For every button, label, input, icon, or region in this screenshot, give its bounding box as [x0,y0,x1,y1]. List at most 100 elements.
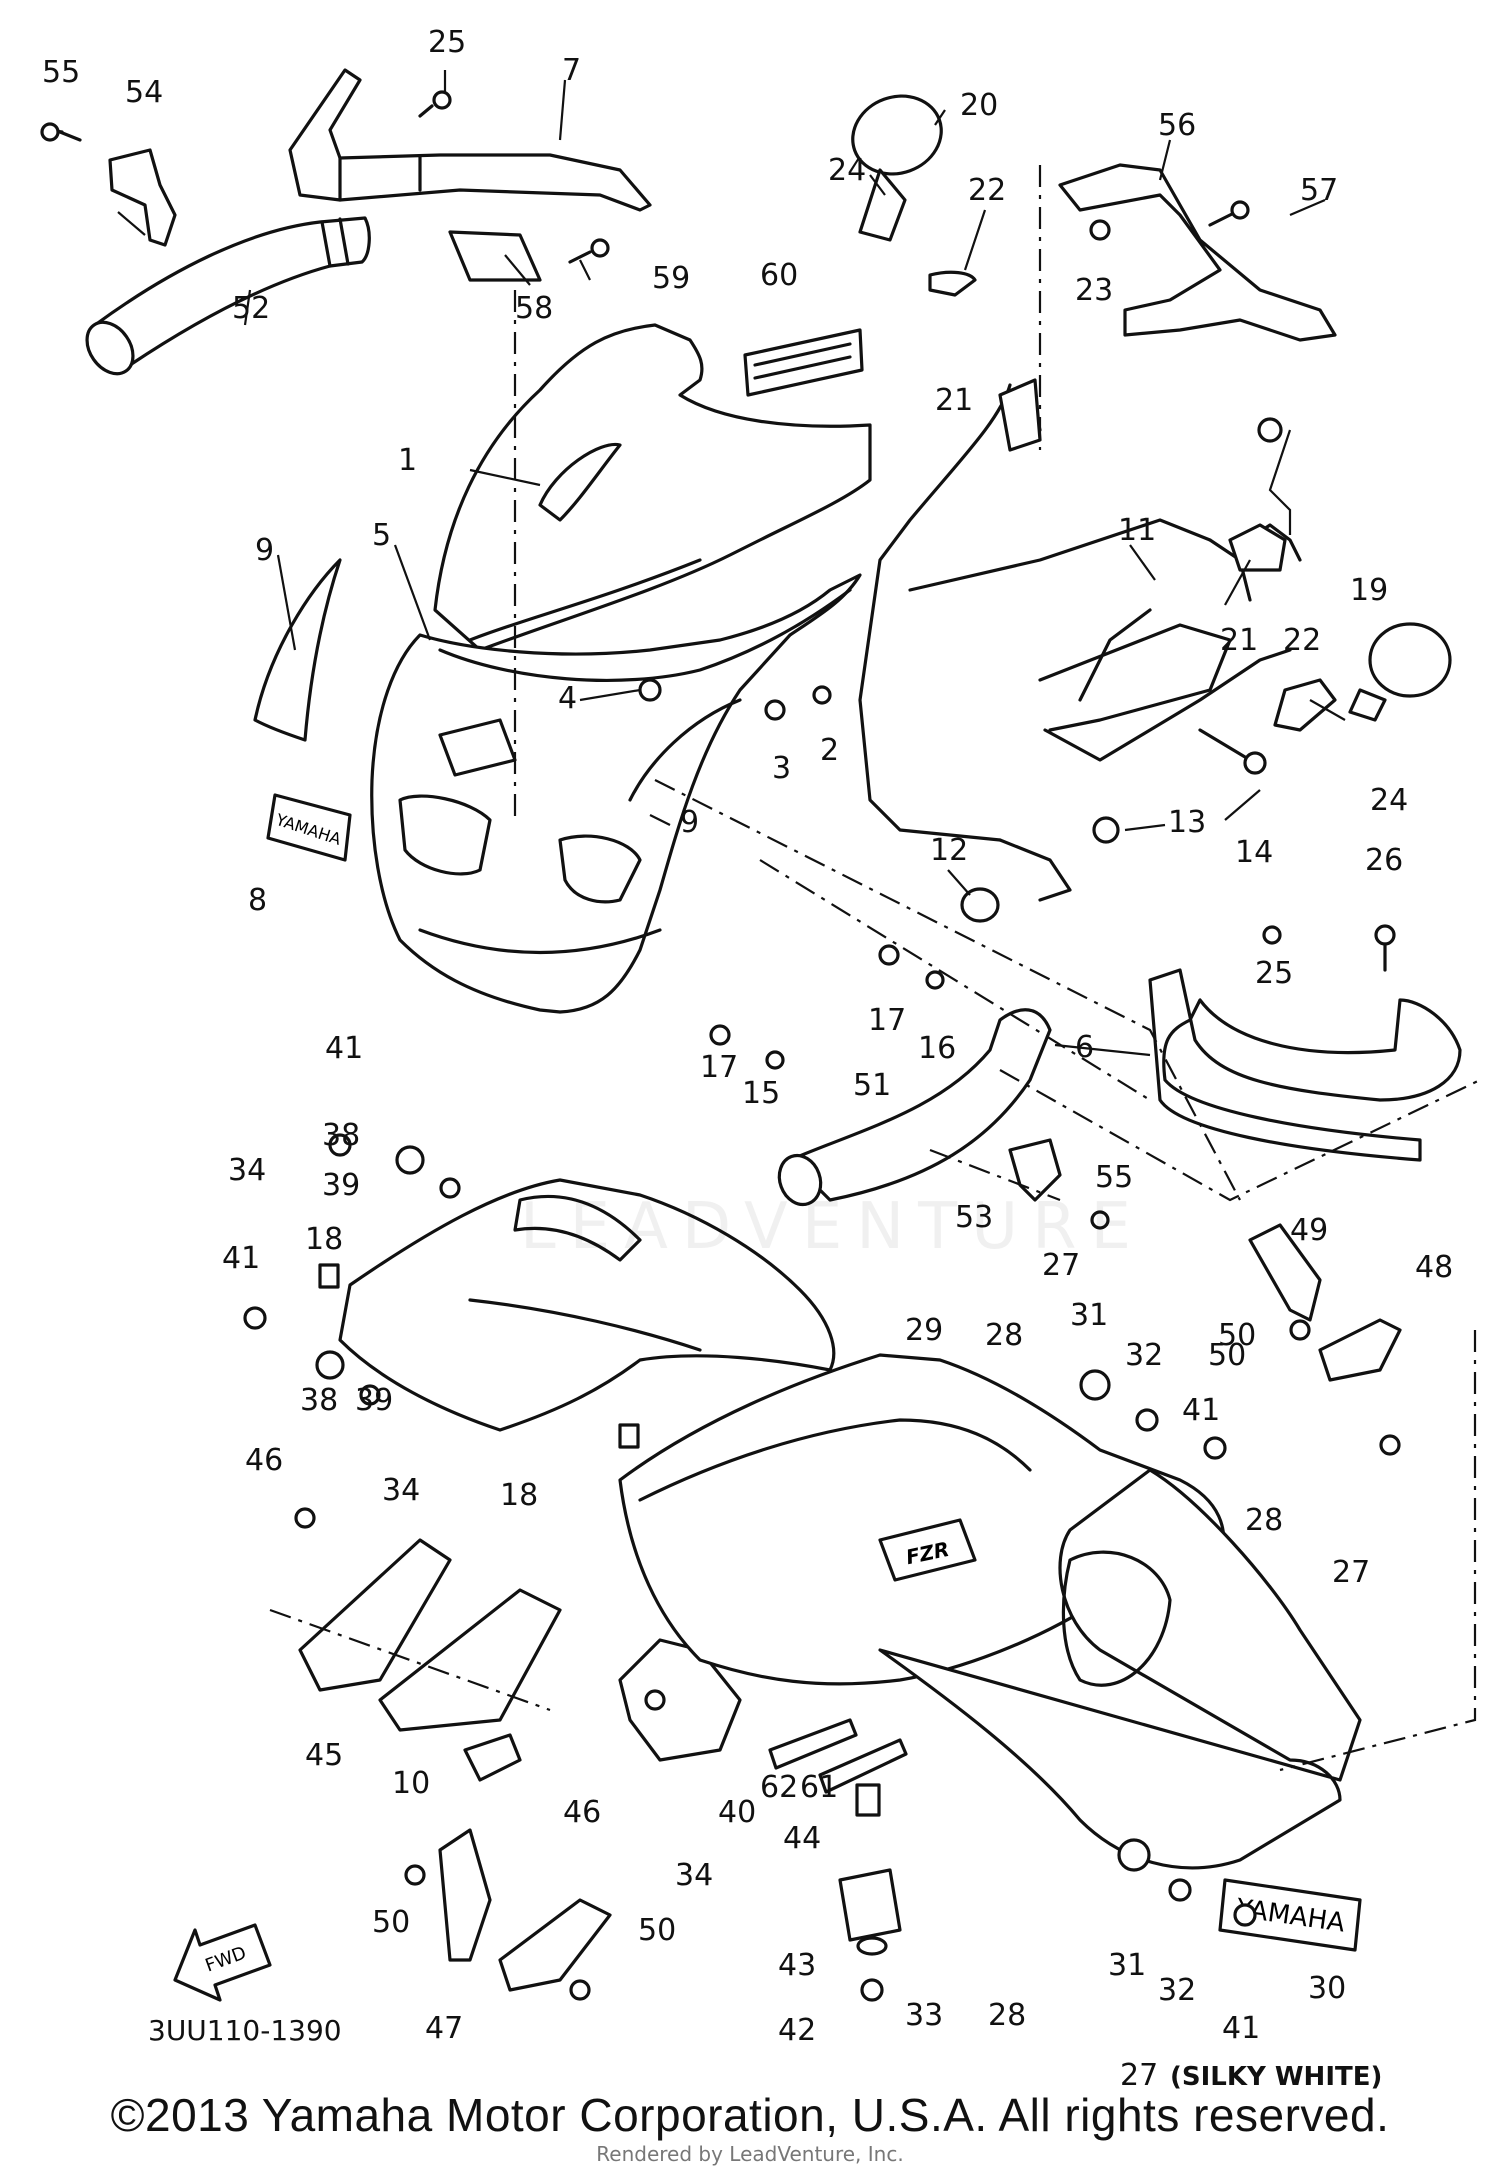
callout-label: 49 [1290,1213,1328,1248]
callout-label: 16 [918,1031,956,1066]
callout-label: 54 [125,75,163,110]
callout-label: 11 [1118,513,1156,548]
clip-part-18-b [618,1423,640,1449]
callout-label: 26 [1365,843,1403,878]
callout-label: 9 [255,533,274,568]
fzr-decal-part-29: FZR [878,1518,977,1582]
callout-label: 23 [1075,273,1113,308]
grommet-part-38-b [315,1350,345,1380]
callout-label: 20 [960,88,998,123]
callout-label: 27 [1042,1248,1080,1283]
collar-part-32-b [1168,1878,1192,1902]
bolt-part-57 [1208,200,1250,227]
callout-label: 2 [820,733,839,768]
finish-note: (SILKY WHITE) [1170,2062,1382,2092]
callout-label: 8 [248,883,267,918]
callout-label: 22 [968,173,1006,208]
panel-part-33 [838,1868,902,1942]
bolt-part-26 [1374,924,1396,972]
collar-part-13 [1092,816,1120,844]
air-duct-part-51 [777,1008,1052,1207]
callout-label: 50 [1218,1318,1256,1353]
bracket-part-49 [1248,1223,1322,1322]
diagram-code: 3UU110-1390 [148,2014,342,2047]
grommet-part-17-a [878,944,900,966]
damper-part-12 [960,887,1000,923]
grommet-part-31-b [1117,1838,1151,1872]
callout-label: 38 [300,1383,338,1418]
callout-label: 33 [905,1998,943,2033]
bolt-part-46-a [294,1507,316,1529]
callout-label: 34 [228,1153,266,1188]
callout-label: 56 [1158,108,1196,143]
callout-label: 21 [1220,623,1258,658]
screw-part-15 [765,1050,785,1070]
bracket-part-47-a [438,1828,492,1962]
copyright-notice: ©2013 Yamaha Motor Corporation, U.S.A. A… [110,2089,1390,2141]
callout-label: 39 [322,1168,360,1203]
callout-label: 39 [355,1383,393,1418]
callout-label: 55 [1095,1160,1133,1195]
callout-label: 31 [1070,1298,1108,1333]
callout-label: 53 [955,1200,993,1235]
bolt-part-41-b [243,1306,267,1330]
callout-label: 32 [1125,1338,1163,1373]
stay-part-56 [1058,163,1337,342]
callout-label: 46 [245,1443,283,1478]
bolt-part-55-mid [1090,1210,1110,1230]
decal-part-60 [743,328,864,397]
callout-label: 27 [1332,1555,1370,1590]
callout-label: 30 [1308,1971,1346,2006]
callout-label: 4 [558,681,577,716]
callout-label: 17 [700,1050,738,1085]
callout-label: 50 [638,1913,676,1948]
callout-label: 29 [905,1313,943,1348]
callout-label: 48 [1415,1250,1453,1285]
callout-label: 12 [930,833,968,868]
callout-label: 24 [828,153,866,188]
screw-part-2 [812,685,832,705]
rendered-by-note: Rendered by LeadVenture, Inc. [596,2142,904,2166]
forward-direction-arrow-icon: FWD [173,1923,272,2002]
leader-lines [117,70,1346,1057]
callout-label: 59 [652,261,690,296]
bolt-part-25-right [1262,925,1282,945]
callout-label: 45 [305,1738,343,1773]
bracket-part-48 [1318,1318,1402,1382]
callout-label: 58 [515,291,553,326]
callout-label: 31 [1108,1948,1146,1983]
washer-part-3 [764,699,786,721]
trim-part-40 [618,1638,742,1762]
center-cowling-part-34 [338,1178,836,1432]
bolt-part-50-d [569,1979,591,2001]
bracket-part-45-a [298,1538,452,1692]
callout-label: 32 [1158,1973,1196,2008]
bracket-part-7 [288,68,652,212]
callout-label: 61 [800,1770,838,1805]
callout-label: 41 [1222,2011,1260,2046]
callout-label: 18 [305,1222,343,1257]
clip-part-18-a [318,1263,340,1289]
callout-label: 50 [372,1905,410,1940]
callout-label: 5 [372,518,391,553]
bolt-part-14 [1198,728,1267,775]
callout-label: 51 [853,1068,891,1103]
screw-part-16 [925,970,945,990]
windscreen-part-1 [433,323,872,652]
collar-part-39-b [359,1384,381,1406]
lower-cowling-part-27 [878,1468,1362,1870]
bracket-part-58 [448,230,542,282]
grommet-part-17-b [709,1024,731,1046]
callout-label: 21 [935,383,973,418]
callout-label: 10 [392,1766,430,1801]
callout-label: 52 [232,291,270,326]
callout-label: 44 [783,1821,821,1856]
watermark: LEADVENTURE [520,1190,1145,1264]
gasket-part-22-right [1273,678,1337,732]
callout-label: 9 [680,805,699,840]
callout-label: 27 [1120,2058,1158,2093]
part-61 [818,1738,908,1794]
callout-label: 41 [1182,1393,1220,1428]
callout-label: 25 [1255,956,1293,991]
